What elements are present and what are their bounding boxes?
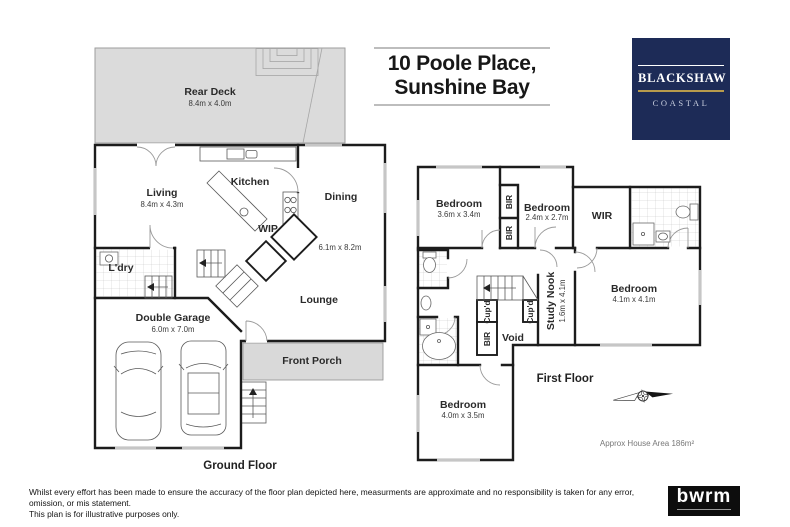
room-label-void: Void <box>502 332 524 344</box>
first-floor-inner-walls <box>416 165 702 367</box>
room-label-lounge: Lounge <box>300 294 338 306</box>
disclaimer-line-2: This plan is for illustrative purposes o… <box>29 508 180 519</box>
room-label-bedroom-2: Bedroom <box>524 202 570 214</box>
address-line-2: Sunshine Bay <box>394 76 530 99</box>
car-icon <box>113 341 164 441</box>
sink-icon <box>226 148 245 160</box>
room-label-front-porch: Front Porch <box>282 355 342 367</box>
room-label-bedroom-1: Bedroom <box>436 198 482 210</box>
blackshaw-logo-name: BLACKSHAW <box>638 65 726 92</box>
room-dims-garage: 6.0m x 7.0m <box>152 325 195 334</box>
room-label-dining: Dining <box>325 191 358 203</box>
address-line-1: 10 Poole Place, <box>387 52 537 75</box>
room-label-bir-3: BIR <box>482 332 492 346</box>
room-label-bir-2: BIR <box>504 226 514 240</box>
disclaimer-line-1: Whilst every effort has been made to ens… <box>29 487 635 508</box>
disclaimer-text: Whilst every effort has been made to ens… <box>29 487 661 519</box>
room-label-bir-1: BIR <box>504 195 514 209</box>
room-dims-bedroom-4: 4.0m x 3.5m <box>442 411 485 420</box>
ground-floor-inner-walls <box>93 143 300 333</box>
front-porch-area <box>240 342 384 424</box>
room-label-bedroom-3: Bedroom <box>611 283 657 295</box>
room-label-kitchen: Kitchen <box>231 176 270 188</box>
compass-icon <box>613 389 674 403</box>
room-dims-study-nook: 1.6m x 4.1m <box>558 280 567 323</box>
room-dims-bedroom-1: 3.6m x 3.4m <box>438 210 481 219</box>
room-label-garage: Double Garage <box>136 312 211 324</box>
ground-floor-doors <box>136 143 300 343</box>
ground-floor-plan: Rear Deck 8.4m x 4.0m Living 8.4m x 4.3m… <box>93 47 387 472</box>
room-label-cupd-2: Cup'd <box>525 300 535 323</box>
bwrm-logo-tagline <box>677 509 731 510</box>
room-label-living: Living <box>147 187 178 199</box>
room-label-wip: WIP <box>258 223 278 235</box>
kitchen-bench <box>199 146 297 162</box>
address-rule-top <box>374 47 550 49</box>
bathtub-icon <box>422 332 456 360</box>
first-floor-stairs <box>476 275 539 301</box>
vanity-basin-icon <box>420 295 432 311</box>
room-dims-bedroom-2: 2.4m x 2.7m <box>526 213 569 222</box>
room-dims-rear-deck: 8.4m x 4.0m <box>189 99 232 108</box>
washing-machine-icon <box>99 251 119 266</box>
address-header: 10 Poole Place, Sunshine Bay <box>374 47 550 106</box>
blackshaw-logo-division: COASTAL <box>652 98 710 108</box>
kitchen-island <box>206 170 268 232</box>
room-label-wir: WIR <box>592 210 613 222</box>
house-area-note: Approx House Area 186m² <box>600 439 695 448</box>
ground-floor-title: Ground Floor <box>203 460 277 472</box>
room-dims-bedroom-3: 4.1m x 4.1m <box>613 295 656 304</box>
car-icon-2 <box>178 340 229 436</box>
bwrm-logo-text: bwrm <box>676 486 732 507</box>
ensuite-toilet-icon <box>675 203 699 221</box>
ground-floor-stairs <box>144 249 259 308</box>
room-label-study-nook: Study Nook <box>545 272 557 330</box>
wip-pantry <box>244 213 318 283</box>
shower-icon <box>419 318 437 336</box>
address-rule-bottom <box>374 104 550 106</box>
first-floor-title: First Floor <box>537 373 594 385</box>
ensuite-shower-icon <box>632 222 655 246</box>
room-dims-dining: 6.1m x 8.2m <box>319 243 362 252</box>
rear-deck-area <box>94 47 346 144</box>
first-floor-plan: Bedroom 3.6m x 3.4m Bedroom 2.4m x 2.7m … <box>416 165 702 462</box>
first-floor-windows <box>416 165 702 462</box>
room-label-rear-deck: Rear Deck <box>184 86 236 98</box>
porch-steps <box>240 381 267 424</box>
room-label-cupd-1: Cup'd <box>482 300 492 323</box>
bwrm-logo: bwrm <box>668 486 740 516</box>
ground-floor-windows <box>93 143 387 450</box>
first-floor-doors <box>436 226 689 386</box>
toilet-icon <box>422 251 437 273</box>
room-dims-living: 8.4m x 4.3m <box>141 200 184 209</box>
ground-floor-outer-walls <box>93 143 387 450</box>
room-label-laundry: L'dry <box>108 262 133 274</box>
room-label-bedroom-4: Bedroom <box>440 399 486 411</box>
ensuite-basin-icon <box>655 230 671 243</box>
blackshaw-logo: BLACKSHAW COASTAL <box>632 38 730 140</box>
